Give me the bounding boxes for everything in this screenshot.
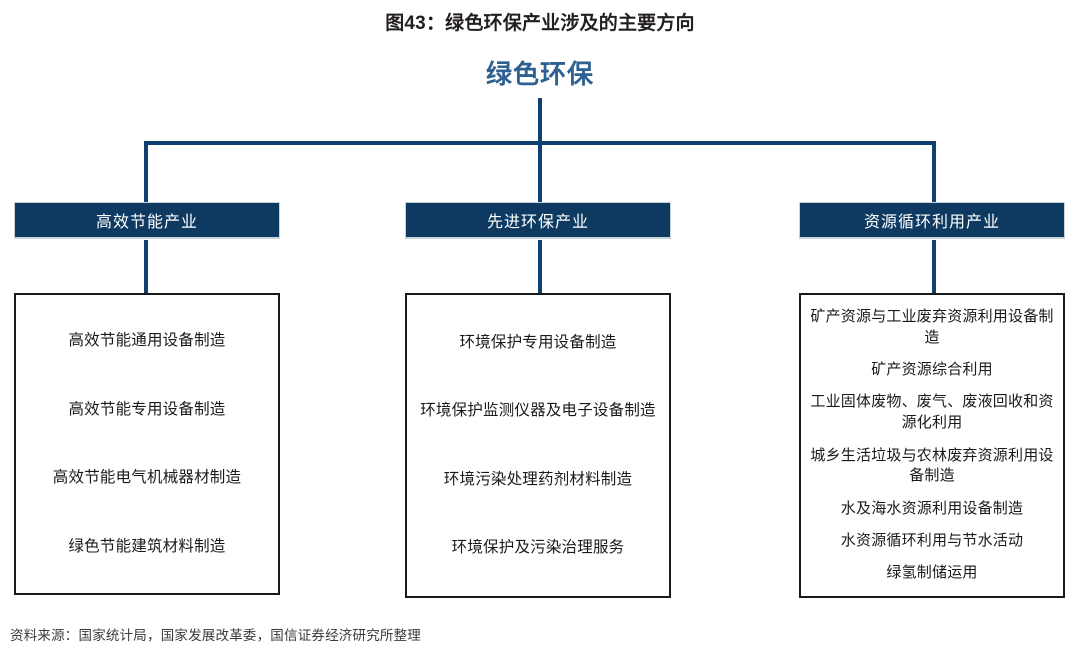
branch-body-2: 环境保护专用设备制造 环境保护监测仪器及电子设备制造 环境污染处理药剂材料制造 … xyxy=(405,293,671,598)
connector-drop-column-3 xyxy=(932,141,936,204)
branch-column-2: 先进环保产业 环境保护专用设备制造 环境保护监测仪器及电子设备制造 环境污染处理… xyxy=(405,202,671,598)
branch-body-1: 高效节能通用设备制造 高效节能专用设备制造 高效节能电气机械器材制造 绿色节能建… xyxy=(14,293,280,595)
branch-header-3[interactable]: 资源循环利用产业 xyxy=(799,202,1065,238)
list-item: 矿产资源与工业废弃资源利用设备制造 xyxy=(810,308,1054,346)
list-item: 绿色节能建筑材料制造 xyxy=(68,537,226,555)
figure-title: 图43：绿色环保产业涉及的主要方向 xyxy=(385,13,695,34)
root-node-label: 绿色环保 xyxy=(485,59,594,89)
list-item: 高效节能电气机械器材制造 xyxy=(52,469,242,487)
connector-root-stem xyxy=(538,98,542,145)
list-item: 环境保护监测仪器及电子设备制造 xyxy=(420,402,656,420)
list-item: 工业固体废物、废气、废液回收和资源化利用 xyxy=(810,393,1054,432)
list-item: 城乡生活垃圾与农林废弃资源利用设备制造 xyxy=(810,446,1054,485)
list-item: 绿氢制储运用 xyxy=(886,564,978,582)
list-item: 矿产资源综合利用 xyxy=(871,361,993,379)
list-item: 水及海水资源利用设备制造 xyxy=(840,499,1024,517)
connector-header-to-body-3 xyxy=(932,240,936,295)
list-item: 水资源循环利用与节水活动 xyxy=(840,531,1024,549)
list-item: 高效节能通用设备制造 xyxy=(68,332,226,350)
branch-column-1: 高效节能产业 高效节能通用设备制造 高效节能专用设备制造 高效节能电气机械器材制… xyxy=(14,202,280,595)
list-item: 环境保护及污染治理服务 xyxy=(451,538,625,556)
connector-header-to-body-2 xyxy=(538,240,542,295)
connector-drop-column-1 xyxy=(144,141,148,204)
list-item: 环境保护专用设备制造 xyxy=(459,334,617,352)
branch-body-3: 矿产资源与工业废弃资源利用设备制造 矿产资源综合利用 工业固体废物、废气、废液回… xyxy=(799,293,1065,598)
branch-header-2[interactable]: 先进环保产业 xyxy=(405,202,671,238)
connector-drop-column-2 xyxy=(538,141,542,204)
list-item: 高效节能专用设备制造 xyxy=(68,400,226,418)
connector-header-to-body-1 xyxy=(144,240,148,295)
list-item: 环境污染处理药剂材料制造 xyxy=(443,470,633,488)
branch-column-3: 资源循环利用产业 矿产资源与工业废弃资源利用设备制造 矿产资源综合利用 工业固体… xyxy=(799,202,1065,598)
branch-header-1[interactable]: 高效节能产业 xyxy=(14,202,280,238)
source-note: 资料来源：国家统计局，国家发展改革委，国信证券经济研究所整理 xyxy=(10,628,421,643)
